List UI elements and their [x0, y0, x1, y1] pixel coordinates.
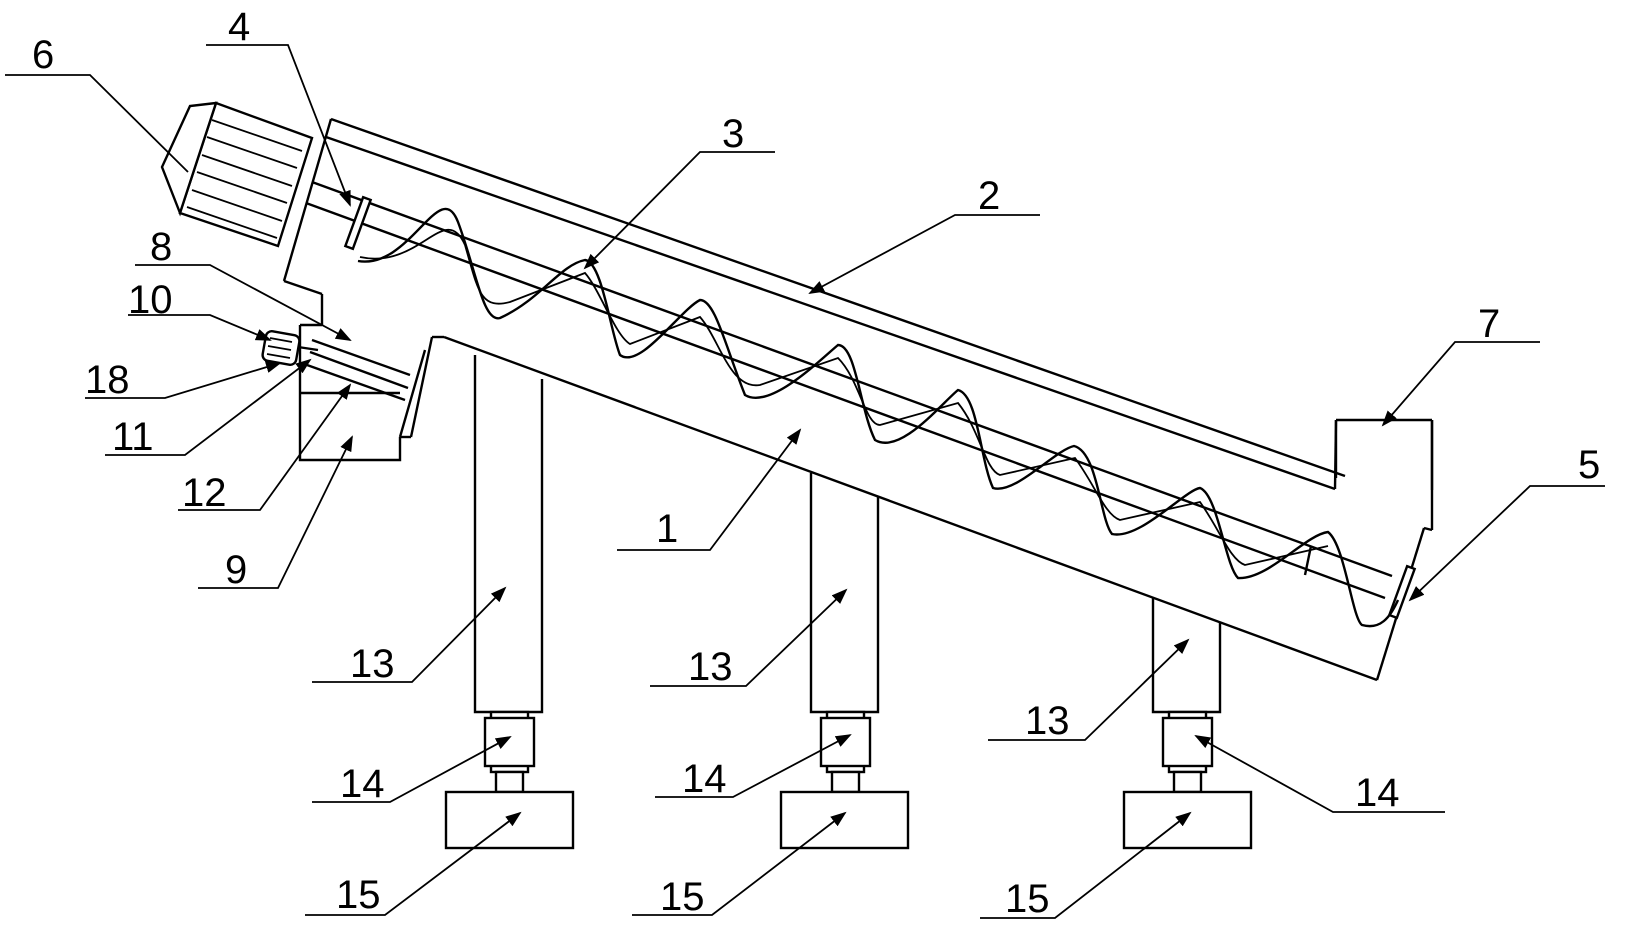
support-leg-middle: [779, 473, 910, 850]
label-2: 2: [978, 174, 1000, 218]
label-15-right: 15: [1005, 877, 1050, 921]
label-14-left: 14: [340, 762, 385, 806]
conveyor-tube: [282, 117, 1434, 682]
label-13-middle: 13: [688, 645, 733, 689]
label-5: 5: [1578, 443, 1600, 487]
label-13-left: 13: [350, 642, 395, 686]
label-11: 11: [112, 415, 154, 459]
label-12: 12: [182, 471, 227, 515]
label-15-left: 15: [336, 873, 381, 917]
inlet-hopper: [1334, 420, 1434, 490]
leader-lines: [5, 44, 1605, 919]
bearing-left: [343, 195, 373, 251]
motor: [160, 101, 314, 248]
label-3: 3: [722, 112, 744, 156]
label-14-middle: 14: [682, 757, 727, 801]
label-18: 18: [85, 358, 130, 402]
outlet-chute: [298, 294, 411, 462]
label-14-right: 14: [1355, 771, 1400, 815]
part-labels: 6 4 3 2 8 10 18 11 12 9 7 5 1 13 13 13 1…: [32, 5, 1600, 921]
label-10: 10: [128, 278, 173, 322]
label-13-right: 13: [1025, 699, 1070, 743]
screw-blade: [357, 207, 1400, 628]
label-4: 4: [228, 5, 250, 49]
support-leg-left: [444, 355, 575, 850]
drive-shaft: [305, 180, 1393, 600]
label-8: 8: [150, 225, 172, 269]
label-9: 9: [225, 548, 247, 592]
vibrator-motor: [261, 330, 319, 366]
label-7: 7: [1478, 302, 1500, 346]
label-6: 6: [32, 33, 54, 77]
support-leg-right: [1122, 598, 1253, 850]
label-1: 1: [656, 507, 678, 551]
label-15-middle: 15: [660, 875, 705, 919]
